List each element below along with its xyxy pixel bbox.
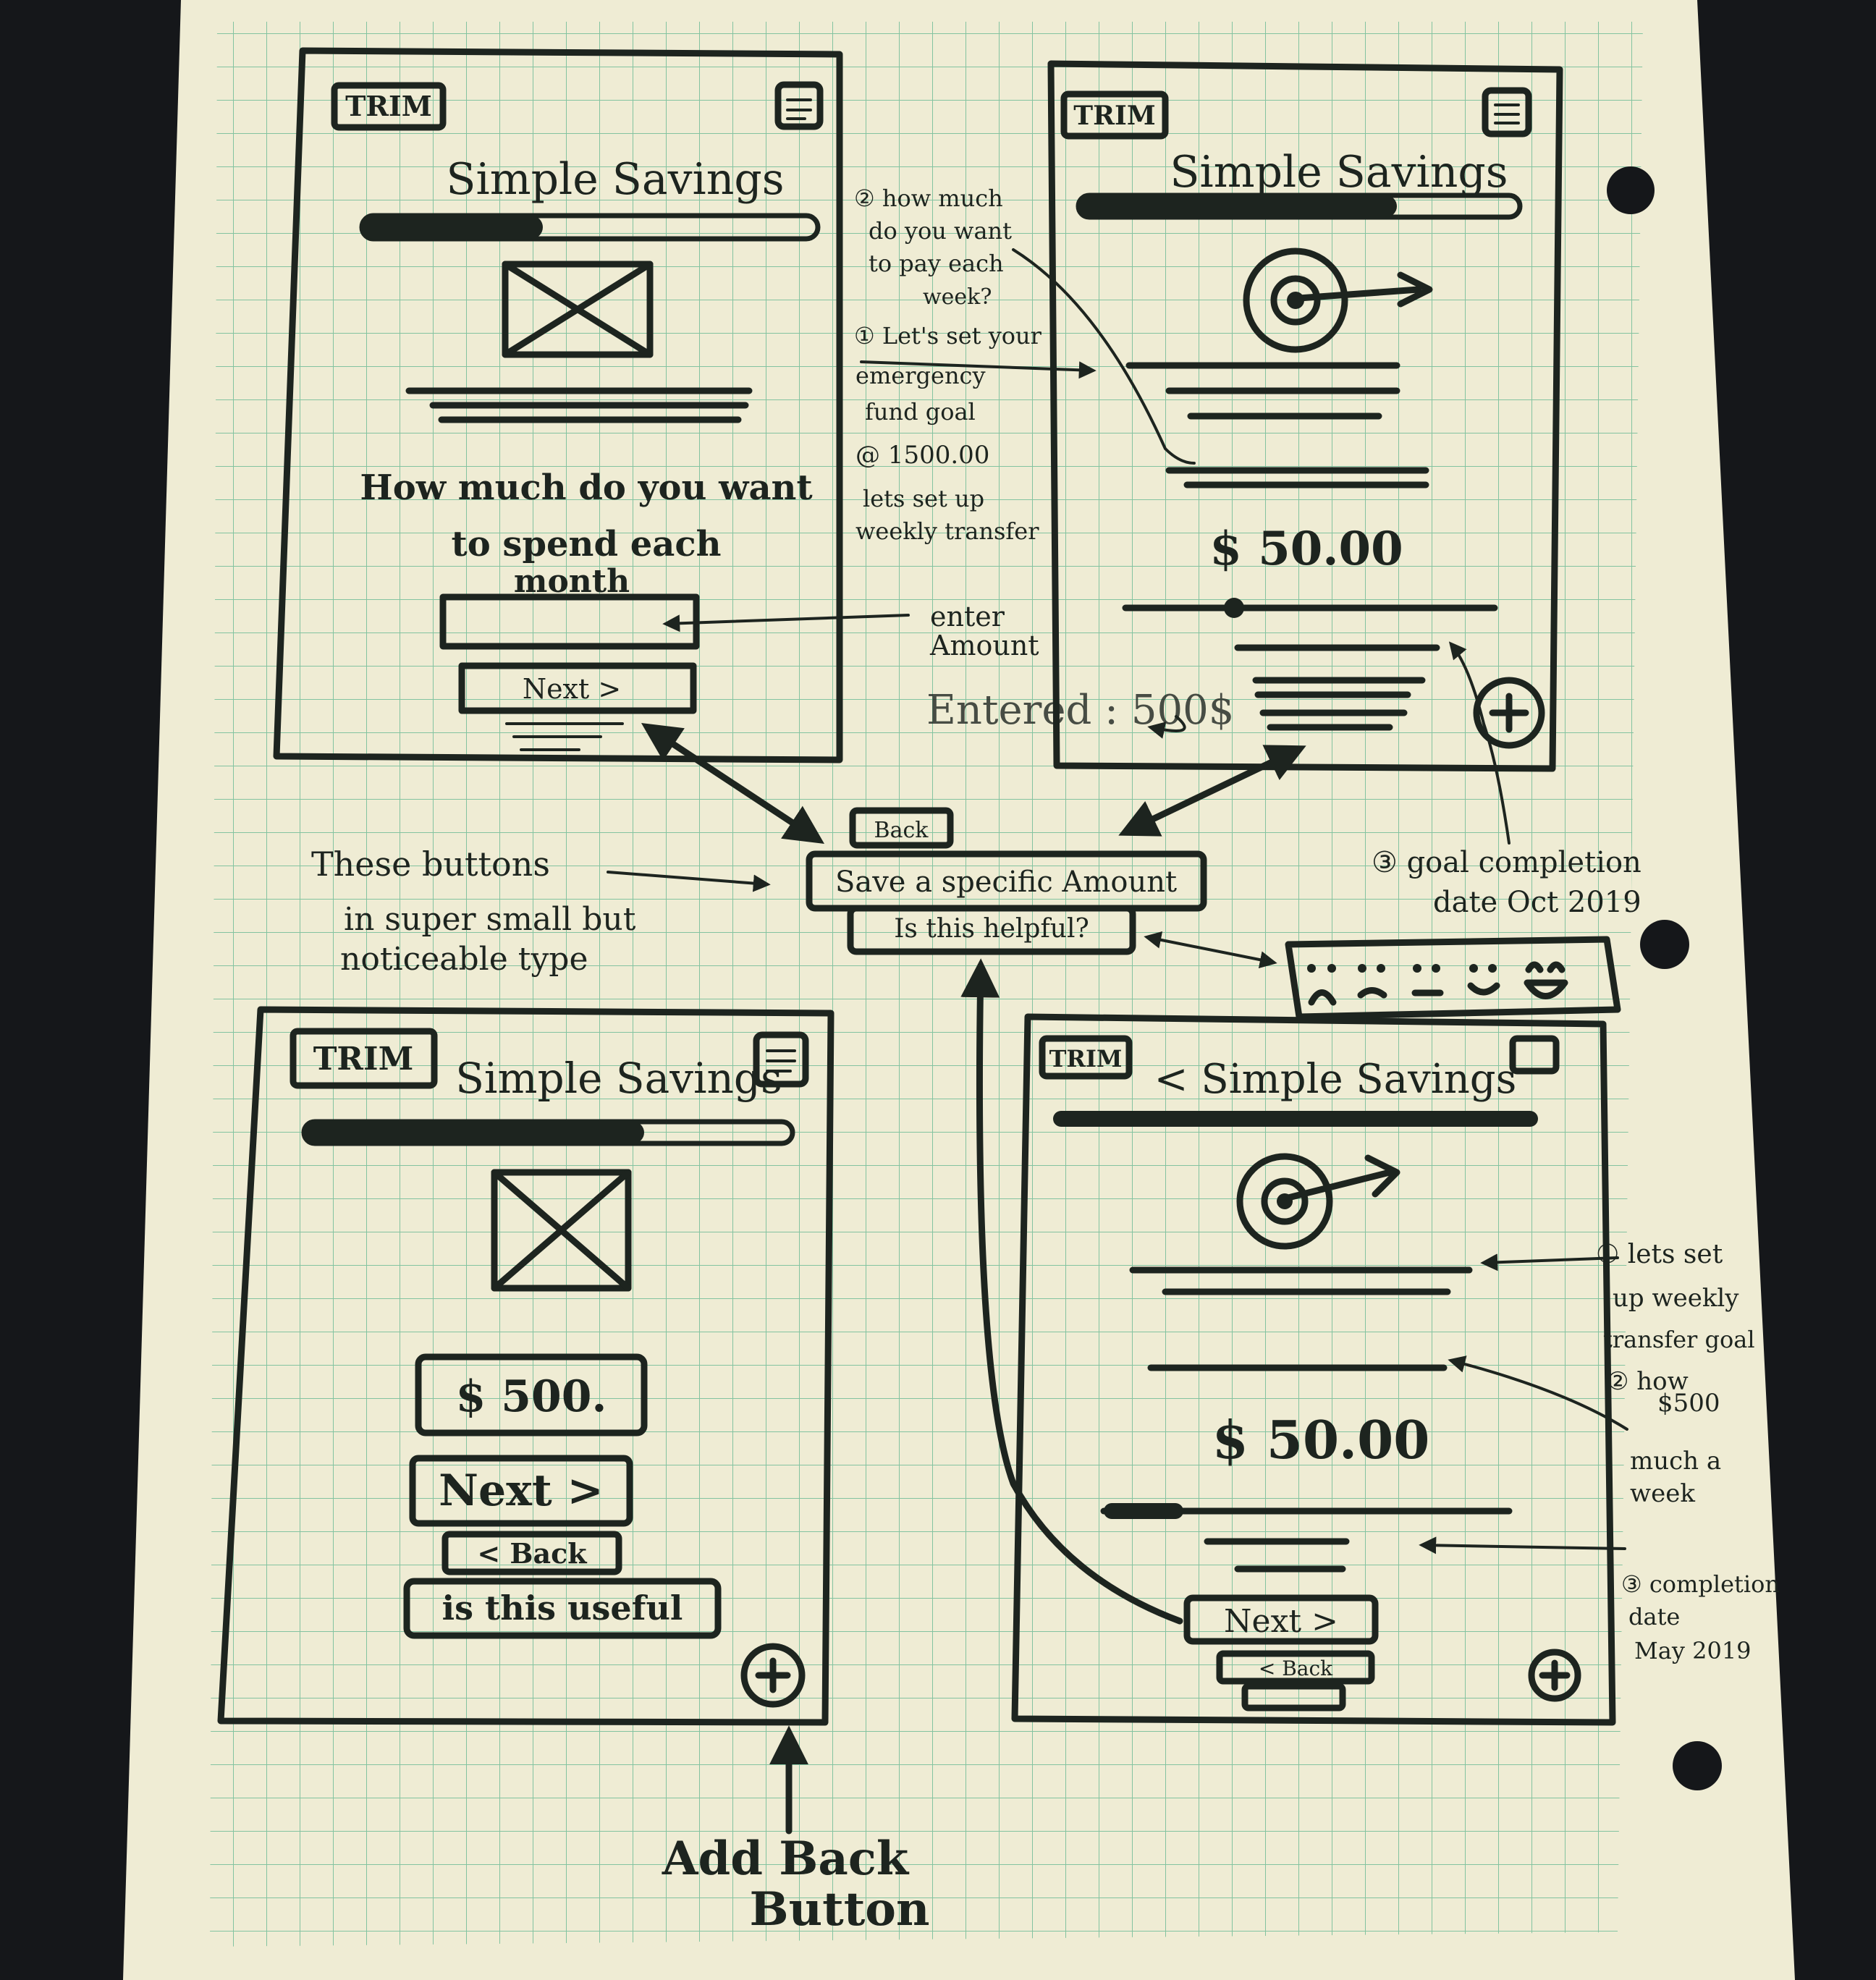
- note-buttons-1: These buttons: [311, 845, 550, 884]
- target-icon: [1243, 248, 1433, 353]
- back-button[interactable]: [441, 1531, 622, 1575]
- amount-display: $ 50.00: [1209, 522, 1403, 576]
- trim-logo: TRIM: [345, 90, 432, 122]
- svg-text:② how: ② how: [1607, 1367, 1689, 1396]
- svg-text:May 2019: May 2019: [1634, 1637, 1752, 1664]
- menu-icon[interactable]: [753, 1031, 809, 1088]
- center-buttons: Back Save a specific Amount Is this help…: [806, 807, 1207, 955]
- image-placeholder-icon: [491, 1169, 632, 1292]
- amount-input[interactable]: [415, 1353, 648, 1437]
- svg-text:① lets set: ① lets set: [1596, 1240, 1723, 1269]
- is-this-helpful-label: Is this helpful?: [894, 914, 1089, 944]
- svg-text:fund goal: fund goal: [865, 398, 976, 426]
- save-specific-amount-label: Save a specific Amount: [835, 866, 1177, 899]
- menu-icon[interactable]: [774, 81, 824, 130]
- note-add-back: Add Back: [662, 1832, 910, 1886]
- is-this-helpful-button[interactable]: [847, 905, 1136, 955]
- back-button-label: < Back: [1259, 1657, 1333, 1680]
- sad-face-icon[interactable]: [1357, 964, 1387, 999]
- binder-hole: [1607, 166, 1655, 214]
- next-button[interactable]: [458, 662, 697, 714]
- progress-fill: [304, 1122, 644, 1143]
- screen-title: Simple Savings: [455, 1054, 782, 1103]
- note-amount: Amount: [929, 630, 1039, 661]
- svg-text:date: date: [1628, 1603, 1680, 1630]
- happy-face-icon[interactable]: [1467, 964, 1500, 996]
- slider-fill: [1104, 1503, 1183, 1519]
- target-icon: [1236, 1153, 1400, 1250]
- very-sad-face-icon[interactable]: [1307, 964, 1337, 1006]
- svg-text:$500: $500: [1657, 1389, 1720, 1418]
- back-button-label: < Back: [477, 1537, 587, 1570]
- svg-text:week: week: [1630, 1479, 1695, 1508]
- note-button: Button: [750, 1882, 930, 1937]
- amount-display: $ 50.00: [1212, 1409, 1430, 1471]
- neutral-face-icon[interactable]: [1411, 964, 1444, 997]
- image-placeholder-icon: [502, 261, 654, 358]
- binder-hole: [1640, 920, 1689, 969]
- note-goal-completion: ③ goal completion: [1372, 846, 1642, 879]
- add-button-icon[interactable]: [1473, 677, 1545, 749]
- svg-text:weekly transfer: weekly transfer: [855, 517, 1039, 545]
- note-enter: enter: [930, 601, 1005, 632]
- question-line-1: How much do you want: [360, 468, 812, 508]
- trim-logo: TRIM: [313, 1041, 414, 1078]
- svg-text:to pay each: to pay each: [869, 250, 1004, 277]
- svg-text:① Let's set your: ① Let's set your: [854, 322, 1042, 350]
- screen-4: TRIM < Simple Savings $ 50.00 Next > < B…: [1011, 1013, 1616, 1726]
- notes-top-mid: ② how much do you want to pay each week?…: [854, 185, 1042, 545]
- next-button-label: Next >: [1224, 1603, 1338, 1640]
- progress-fill: [1053, 1111, 1538, 1127]
- svg-text:② how much: ② how much: [854, 185, 1003, 212]
- back-button[interactable]: [1216, 1650, 1375, 1685]
- add-button-icon[interactable]: [1528, 1649, 1581, 1702]
- svg-text:transfer goal: transfer goal: [1603, 1326, 1755, 1353]
- trim-logo: TRIM: [1073, 101, 1155, 131]
- next-button-label: Next >: [523, 673, 621, 705]
- screen-1: TRIM Simple Savings How much do you want…: [273, 47, 843, 763]
- svg-text:much a: much a: [1630, 1447, 1721, 1476]
- screen-title: < Simple Savings: [1154, 1056, 1517, 1103]
- screen-title: Simple Savings: [1170, 147, 1508, 198]
- note-entered: Entered : 500$: [926, 687, 1234, 734]
- useful-button-label: is this useful: [442, 1588, 683, 1628]
- note-buttons-3: noticeable type: [340, 941, 588, 978]
- center-back-button[interactable]: [849, 807, 954, 849]
- svg-text:lets set up: lets set up: [863, 485, 984, 512]
- svg-text:week?: week?: [923, 284, 992, 310]
- grid-area: [210, 22, 1643, 1947]
- trim-logo: TRIM: [1049, 1045, 1123, 1072]
- trim-logo-box: [331, 82, 447, 131]
- note-goal-date: date Oct 2019: [1433, 886, 1642, 919]
- question-line-2: to spend each: [452, 524, 722, 564]
- svg-text:@ 1500.00: @ 1500.00: [855, 441, 989, 470]
- progress-fill: [362, 216, 543, 239]
- note-buttons-2: in super small but: [344, 901, 636, 938]
- next-button-label: Next >: [439, 1465, 604, 1516]
- connector-arrows: [607, 248, 1628, 1835]
- screen-title: Simple Savings: [446, 154, 784, 205]
- menu-icon[interactable]: [1482, 87, 1532, 138]
- svg-text:up weekly: up weekly: [1613, 1284, 1739, 1313]
- amount-value: $ 500.: [456, 1371, 607, 1422]
- very-happy-face-icon[interactable]: [1524, 961, 1568, 999]
- emoji-rating[interactable]: [1285, 936, 1621, 1020]
- center-back-label: Back: [874, 818, 929, 843]
- useful-button[interactable]: [403, 1578, 722, 1639]
- next-button[interactable]: [1183, 1594, 1379, 1645]
- svg-text:emergency: emergency: [855, 362, 986, 389]
- menu-icon[interactable]: [1509, 1035, 1560, 1075]
- add-button-icon[interactable]: [740, 1643, 806, 1708]
- notes-right-bottom: ① lets set up weekly transfer goal $500 …: [1596, 1240, 1780, 1664]
- next-button[interactable]: [409, 1455, 633, 1527]
- screen-3: TRIM Simple Savings $ 500. Next > < Back…: [217, 1006, 835, 1726]
- screen-2: TRIM Simple Savings $ 50.00: [1047, 60, 1563, 772]
- binder-hole: [1673, 1741, 1722, 1790]
- svg-text:③ completion: ③ completion: [1621, 1570, 1780, 1598]
- progress-fill: [1078, 195, 1397, 217]
- svg-text:do you want: do you want: [869, 217, 1012, 245]
